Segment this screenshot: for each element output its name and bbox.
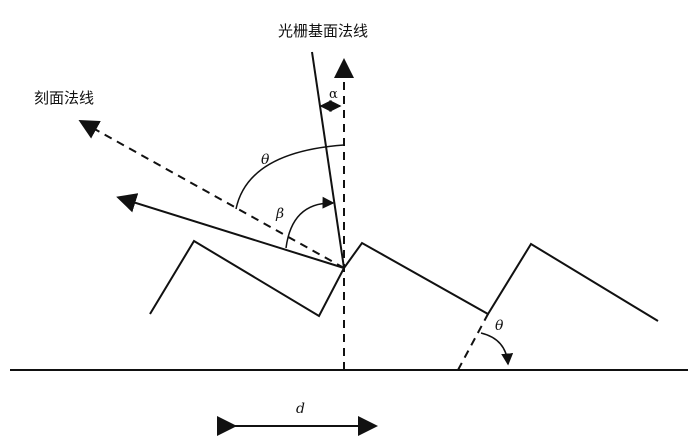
lower-dashed-line: [457, 313, 489, 371]
incident-ray: [116, 193, 345, 269]
theta-top-label: θ: [261, 152, 270, 168]
facet-normal-label: 刻面法线: [34, 89, 94, 107]
theta-bottom-label: θ: [495, 318, 504, 334]
facet-normal-solid: [311, 51, 345, 269]
alpha-label: α: [329, 87, 338, 102]
theta-bottom-arc: [480, 332, 514, 366]
beta-arc: [285, 196, 335, 249]
period-label: d: [296, 401, 305, 417]
theta-top-arc: [235, 144, 345, 210]
facet-normal-dashed: [78, 120, 345, 269]
beta-label: β: [275, 206, 284, 222]
grating-normal-label: 光栅基面法线: [278, 22, 368, 40]
grating-profile: [149, 239, 659, 322]
